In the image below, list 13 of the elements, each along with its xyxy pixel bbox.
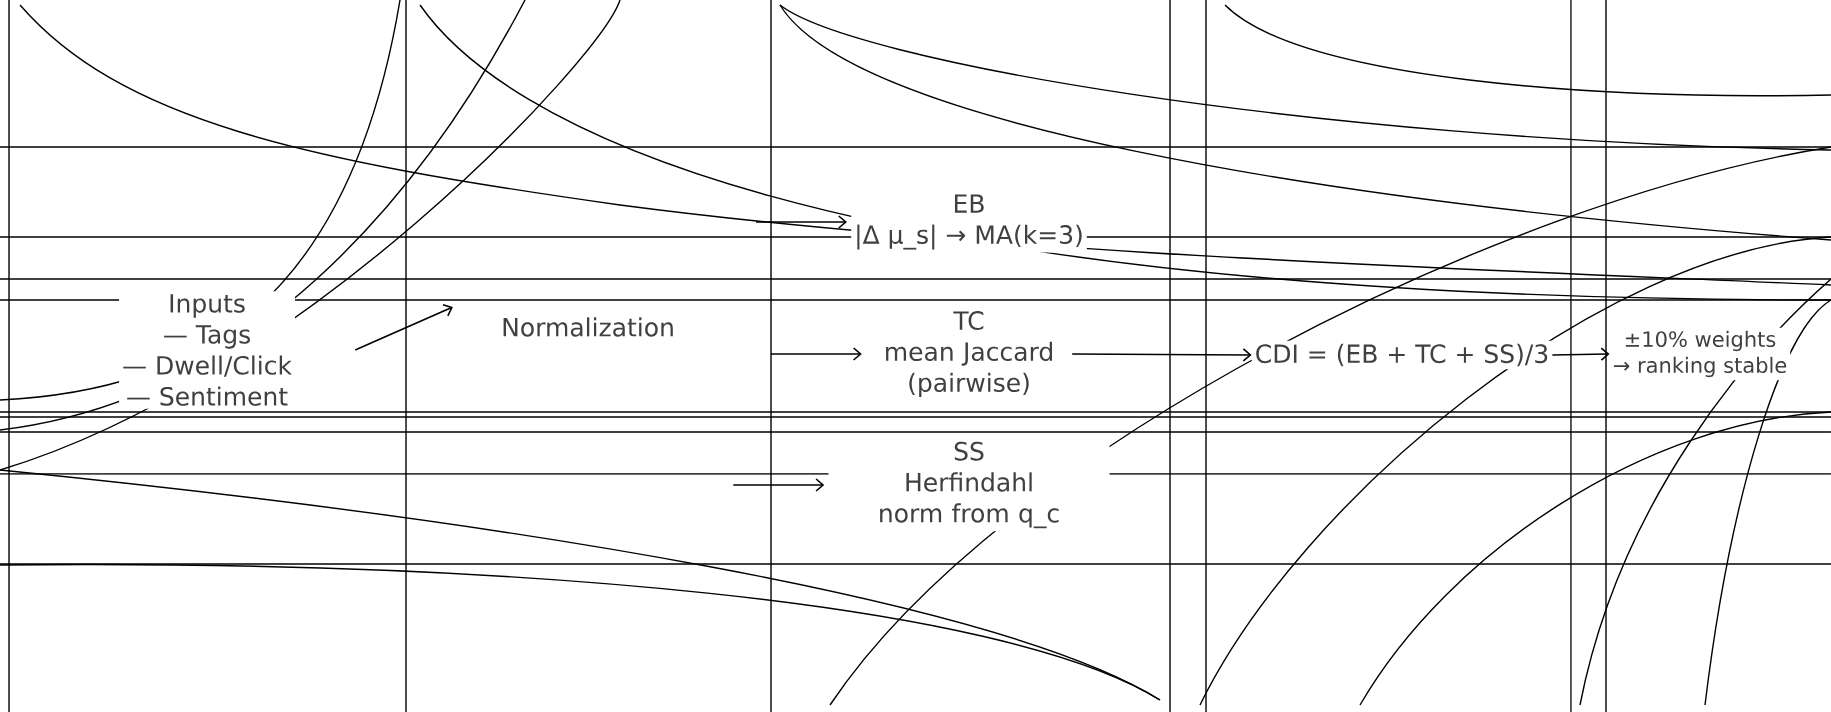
arrow [732, 478, 825, 492]
metric-label: TC mean Jaccard (pairwise) [866, 308, 1072, 400]
arrow [770, 347, 862, 361]
result-label: ±10% weights → ranking stable [1609, 327, 1791, 381]
step-label: Normalization [498, 314, 678, 340]
formula-label: CDI = (EB + TC + SS)/3 [1251, 340, 1553, 370]
metric-label: SS Herfindahl norm from q_c [828, 438, 1110, 532]
arrow [1551, 347, 1610, 361]
arrow [354, 304, 453, 351]
input-list-text: Inputs — Tags — Dwell/Click — Sentiment [119, 291, 295, 409]
arrow [755, 215, 847, 229]
arrow [1071, 348, 1252, 362]
metric-label: EB |Δ μ_s| → MA(k=3) [851, 191, 1087, 253]
